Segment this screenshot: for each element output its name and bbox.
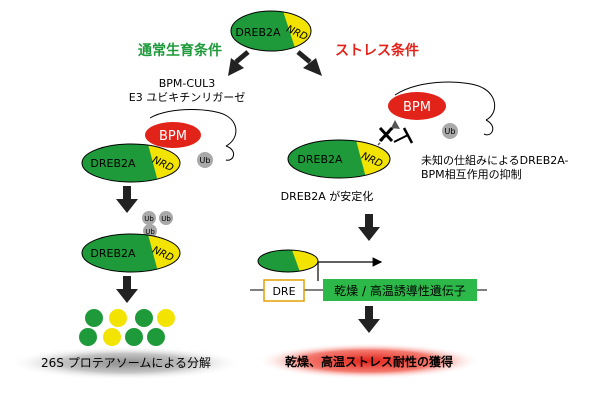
degradation-glow	[8, 346, 244, 380]
stress-gene-box: 乾燥 / 高温誘導性遺伝子	[323, 279, 477, 301]
ub-circle	[197, 152, 213, 168]
stress-down-arrow-2	[358, 306, 380, 333]
inhibition-text-line1: 未知の仕組みによるDREB2A-	[421, 153, 569, 167]
ub-label: Ub	[161, 215, 171, 223]
dre-label: DRE	[272, 285, 295, 298]
ub-circle	[442, 123, 458, 139]
inhibition-text-line2: BPM相互作用の抑制	[421, 167, 522, 181]
ub-label: Ub	[445, 127, 456, 136]
bpm-label: BPM	[159, 129, 187, 144]
ub-label: Ub	[200, 156, 211, 165]
top-dreb2a-protein: DREB2A NRD	[230, 10, 312, 52]
ligase-name-line1: BPM-CUL3	[159, 77, 216, 90]
stress-condition-title: ストレス条件	[335, 42, 419, 59]
small-dreb2a-protein	[257, 249, 319, 273]
normal-bpm-complex: BPM Ub	[145, 109, 237, 168]
dre-element: DRE	[263, 279, 305, 302]
tolerance-label: 乾燥、高温ストレス耐性の獲得	[285, 354, 453, 369]
inhibition-symbol	[377, 120, 414, 146]
dreb2a-label: DREB2A	[90, 157, 136, 170]
normal-condition-title: 通常生育条件	[138, 42, 222, 59]
ub-label: Ub	[145, 228, 155, 236]
degraded-fragments	[79, 309, 175, 346]
tolerance-glow	[257, 343, 481, 379]
transcription-arrow	[317, 257, 383, 281]
stress-bpm-complex: BPM Ub	[388, 81, 496, 139]
stress-down-arrow-1	[358, 214, 380, 241]
arrow-to-normal	[228, 50, 250, 76]
normal-dreb2a-protein: DREB2A NRD	[81, 143, 181, 183]
ub-chain: Ub Ub Ub	[142, 211, 173, 238]
normal-down-arrow-1	[116, 186, 138, 213]
arrow-to-stress	[296, 50, 322, 76]
bpm-oval	[388, 92, 446, 120]
ub-label: Ub	[144, 215, 154, 223]
ubiquitinated-dreb2a-protein: DREB2A NRD	[81, 233, 181, 273]
ligase-name-line2: E3 ユビキチンリガーゼ	[129, 91, 245, 104]
normal-down-arrow-2	[116, 276, 138, 303]
dreb2a-label: DREB2A	[90, 247, 136, 260]
stress-gene-label: 乾燥 / 高温誘導性遺伝子	[334, 283, 466, 298]
bpm-oval	[145, 122, 201, 148]
stabilized-label: DREB2A が安定化	[281, 189, 374, 203]
degradation-label: 26S プロテアソームによる分解	[41, 356, 211, 370]
top-dreb2a-label: DREB2A	[235, 26, 281, 39]
bpm-label: BPM	[403, 100, 431, 115]
dreb2a-label: DREB2A	[297, 153, 343, 166]
stress-dreb2a-protein: DREB2A NRD	[287, 139, 391, 179]
